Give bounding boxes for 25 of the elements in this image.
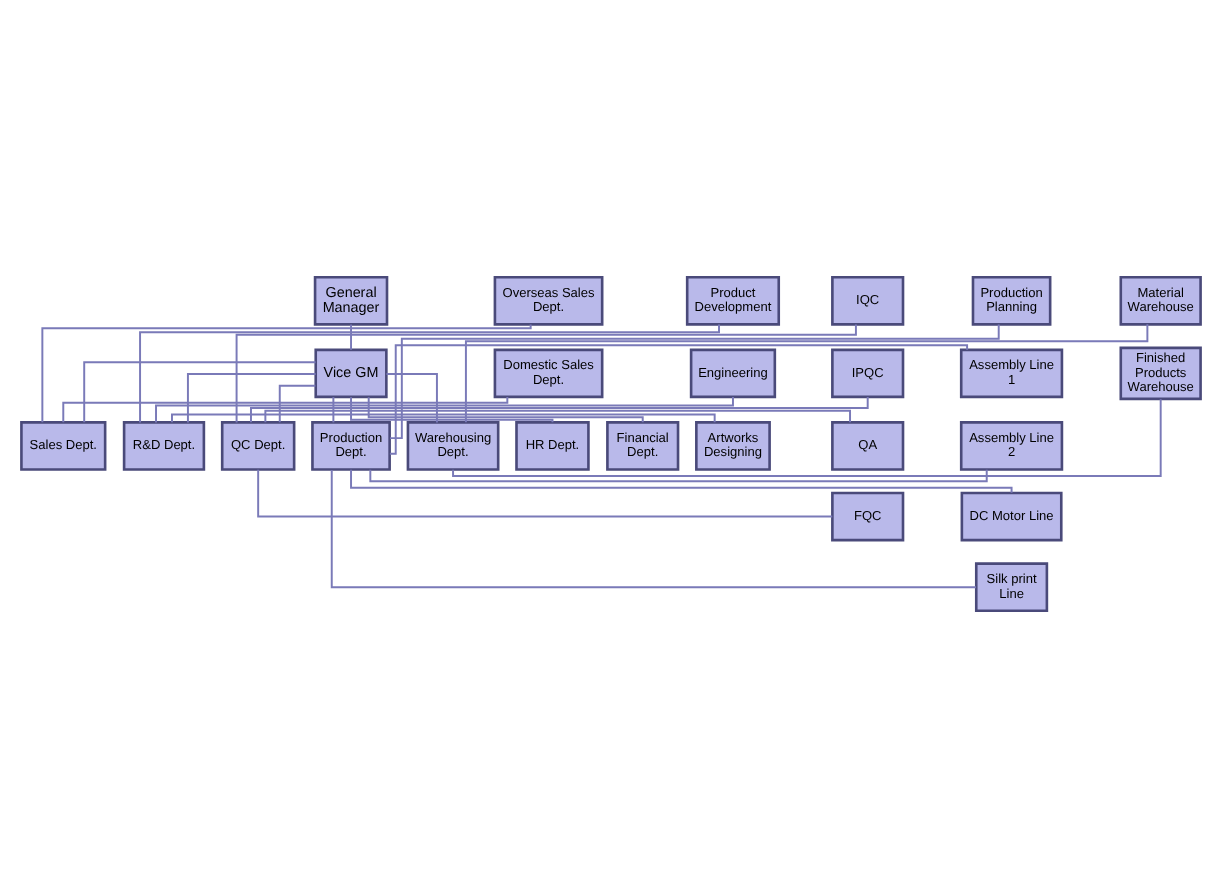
connector — [155, 395, 734, 423]
connector — [139, 322, 720, 423]
connector — [257, 467, 834, 517]
connector — [332, 395, 335, 423]
connector — [350, 395, 554, 423]
connector — [41, 322, 532, 423]
connector — [385, 372, 438, 423]
node-box: General Manager — [313, 274, 389, 325]
connector — [464, 322, 1149, 423]
connector — [367, 395, 644, 423]
connector — [83, 360, 317, 423]
connector — [452, 397, 1162, 477]
connector — [389, 322, 1000, 439]
connector — [278, 383, 317, 423]
connector — [350, 467, 1013, 493]
connector — [186, 372, 317, 423]
connector — [264, 408, 851, 423]
connector — [330, 467, 977, 588]
connector — [62, 395, 509, 423]
connector — [171, 412, 716, 423]
connector — [235, 322, 857, 423]
node-box: Vice GM — [314, 347, 388, 398]
connector — [250, 395, 869, 423]
connector — [350, 322, 353, 350]
connector — [369, 467, 988, 482]
